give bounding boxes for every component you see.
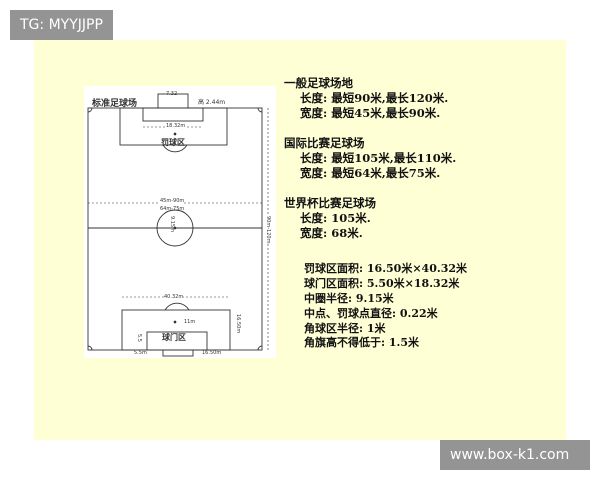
general-width: 宽度: 最短45米,最长90米. [300, 106, 441, 120]
watermark-bottom-right: www.box-k1.com [440, 440, 590, 470]
center-circle [156, 209, 194, 247]
international-field-title: 国际比赛足球场 [284, 136, 365, 150]
detail-line: 中圈半径: 9.15米 [304, 292, 394, 305]
watermark-top-left: TG: MYYJJPP [10, 10, 113, 40]
goal-height-label: 高 2.44m [198, 99, 226, 106]
penalty-area-label: 罚球区 [161, 138, 185, 147]
detail-line: 角球区半径: 1米 [304, 322, 386, 335]
field-lines [87, 93, 269, 357]
bottom-penalty-arc [164, 302, 190, 311]
detail-line: 球门区面积: 5.50米×18.32米 [304, 277, 460, 290]
general-field-title: 一般足球场地 [284, 76, 353, 90]
bottom-goal [162, 349, 194, 357]
width-range-label: 45m-90m [160, 198, 185, 204]
world-cup-length: 长度: 105米. [300, 211, 371, 225]
soccer-field-diagram: 标准足球场 高 2.44m 7.32 18.32m 罚球区 45m-90m 64… [84, 86, 276, 358]
length-range-label: 90m-120m [265, 216, 271, 244]
detail-line: 中点、罚球点直径: 0.22米 [304, 307, 438, 320]
detail-line: 角旗高不得低于: 1.5米 [304, 336, 420, 349]
goal-area-label: 球门区 [162, 333, 186, 342]
circle-radius-label: 9.15m [169, 216, 175, 233]
general-length: 长度: 最短90米,最长120米. [300, 91, 449, 105]
international-width: 宽度: 最短64米,最长75米. [300, 166, 441, 180]
field-title: 标准足球场 [92, 99, 138, 109]
detail-line: 罚球区面积: 16.50米×40.32米 [304, 262, 467, 275]
bottom-depth-label: 16.50m [202, 350, 222, 356]
corner-arcs [87, 107, 263, 351]
intl-width-range-label: 64m-75m [160, 206, 185, 212]
goal-width-label: 7.32 [166, 91, 178, 97]
goal-area-depth-label: 5.5m [134, 350, 147, 356]
penalty-area-width-label: 40.32m [164, 294, 184, 300]
world-cup-field-title: 世界杯比赛足球场 [284, 196, 376, 210]
world-cup-width: 宽度: 68米. [300, 226, 363, 240]
penalty-depth-label: 16.50m [235, 314, 241, 334]
penalty-spot-label: 11m [184, 319, 196, 325]
goal-area-width-label: 18.32m [166, 123, 186, 129]
international-length: 长度: 最短105米,最长110米. [300, 151, 457, 165]
side-depth-label: 5.5 [136, 334, 142, 342]
top-penalty-arc [162, 144, 188, 153]
top-goal [157, 93, 189, 109]
